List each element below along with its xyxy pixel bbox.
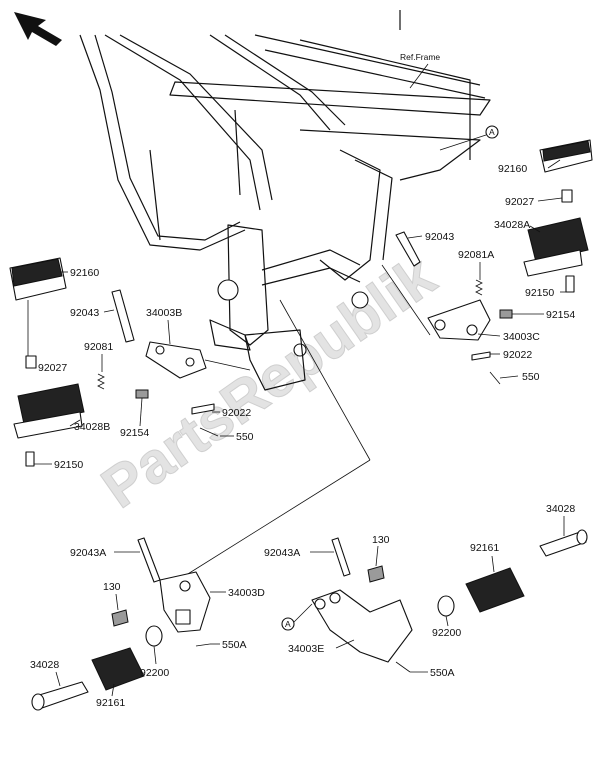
- left-bolt-92154: [135, 389, 149, 399]
- right-pin-92043: [395, 231, 421, 267]
- label-550-right: 550: [522, 371, 540, 383]
- label-34028B: 34028B: [74, 421, 110, 433]
- label-34003E: 34003E: [288, 643, 324, 655]
- left-pin-92043: [111, 289, 135, 343]
- leader-34003C: [477, 333, 501, 337]
- lower-left-bolt-130: [111, 609, 129, 627]
- lower-right-pin-92043A: [331, 537, 351, 577]
- frame-to-lower-leader: [279, 299, 371, 461]
- right-footrest-rubber: [539, 139, 593, 173]
- label-92154-left: 92154: [120, 427, 149, 439]
- lower-left-pin-92043A: [137, 537, 161, 583]
- left-footrest-34028B: [13, 383, 85, 467]
- label-34028-left: 34028: [30, 659, 59, 671]
- leader-92200-right: [445, 615, 449, 627]
- label-92154-right: 92154: [546, 309, 575, 321]
- leader-130-right: [375, 545, 379, 567]
- label-92200-right: 92200: [432, 627, 461, 639]
- svg-text:A: A: [285, 619, 291, 629]
- ref-frame-leader: [409, 63, 429, 89]
- leader-34028B: [69, 419, 81, 427]
- left-spring-92081: [97, 373, 105, 390]
- label-92043-left: 92043: [70, 307, 99, 319]
- left-assembly-leader: [204, 359, 251, 371]
- label-34003C: 34003C: [503, 331, 540, 343]
- left-bracket-34003B: [145, 341, 207, 379]
- label-92043A-left: 92043A: [70, 547, 106, 559]
- leader-34028-left: [55, 671, 61, 687]
- label-34028A: 34028A: [494, 219, 530, 231]
- right-bolt-92154: [499, 309, 513, 319]
- label-92160-right: 92160: [498, 163, 527, 175]
- right-assembly-leader: [381, 264, 431, 336]
- lower-right-cotter-550A: [395, 661, 411, 673]
- label-34003B: 34003B: [146, 307, 182, 319]
- callout-a-lower: A: [281, 603, 313, 631]
- label-92043-right: 92043: [425, 231, 454, 243]
- label-92150-right: 92150: [525, 287, 554, 299]
- label-92081A: 92081A: [458, 249, 494, 261]
- label-130-right: 130: [372, 534, 390, 546]
- label-92043A-right: 92043A: [264, 547, 300, 559]
- leader-92161-left: [111, 683, 115, 697]
- svg-text:A: A: [489, 127, 495, 137]
- leader-34003B: [167, 319, 171, 345]
- leader-92154-left: [139, 397, 143, 427]
- leader-34003E: [335, 639, 355, 649]
- leader-92043-left: [103, 309, 115, 313]
- lower-right-grip-92161: [465, 567, 525, 613]
- label-92081: 92081: [84, 341, 113, 353]
- lower-right-bolt-130: [367, 565, 385, 583]
- main-frame: [79, 10, 491, 391]
- lower-right-washer-92200: [437, 595, 455, 617]
- lower-right-peg-34028: [539, 529, 588, 557]
- label-34028-right: 34028: [546, 503, 575, 515]
- leader-92161-right: [491, 555, 495, 573]
- lower-right-bracket-34003E: [311, 589, 413, 663]
- label-92150-left: 92150: [54, 459, 83, 471]
- right-footrest-pin: [561, 189, 573, 203]
- lower-left-cotter-550A: [195, 643, 211, 647]
- left-footrest-pin: [25, 355, 37, 369]
- label-550A-left: 550A: [222, 639, 247, 651]
- leader-550-right: [499, 375, 519, 379]
- label-92022-right: 92022: [503, 349, 532, 361]
- label-92161-left: 92161: [96, 697, 125, 709]
- lower-left-assembly-leader: [174, 459, 371, 583]
- ref-frame-label: Ref.Frame: [400, 52, 440, 62]
- label-130-left: 130: [103, 581, 121, 593]
- label-92022-left: 92022: [222, 407, 251, 419]
- right-washer-92022: [471, 351, 491, 361]
- watermark: PartsRepublik: [90, 243, 447, 520]
- label-92200-left: 92200: [140, 667, 169, 679]
- label-550A-right: 550A: [430, 667, 455, 679]
- label-550-left: 550: [236, 431, 254, 443]
- label-92161-right: 92161: [470, 542, 499, 554]
- lower-left-bracket-34003D: [159, 571, 211, 633]
- label-92027-left: 92027: [38, 362, 67, 374]
- lower-left-peg-34028: [31, 681, 89, 711]
- left-washer-92022: [191, 403, 215, 415]
- left-footrest-rubber: [9, 257, 67, 301]
- right-spring-92081A: [475, 279, 483, 296]
- front-direction-arrow-icon: [14, 12, 62, 46]
- leader-92200-left: [153, 645, 157, 665]
- leader-92160-right: [547, 159, 561, 169]
- right-footrest-34028A: [523, 217, 589, 293]
- leader-130-left: [115, 593, 119, 611]
- leader-34028A: [529, 225, 541, 233]
- leader-92027-right: [537, 197, 563, 202]
- callout-a-upper: A: [439, 125, 499, 151]
- label-34003D: 34003D: [228, 587, 265, 599]
- left-cotter-550: [199, 427, 219, 437]
- label-92160-left: 92160: [70, 267, 99, 279]
- leader-92043-right: [407, 235, 423, 239]
- lower-left-washer-92200: [145, 625, 163, 647]
- label-92027-right: 92027: [505, 196, 534, 208]
- lower-left-grip-92161: [91, 647, 145, 691]
- right-cotter-550: [489, 371, 501, 385]
- right-bracket-34003C: [427, 299, 491, 341]
